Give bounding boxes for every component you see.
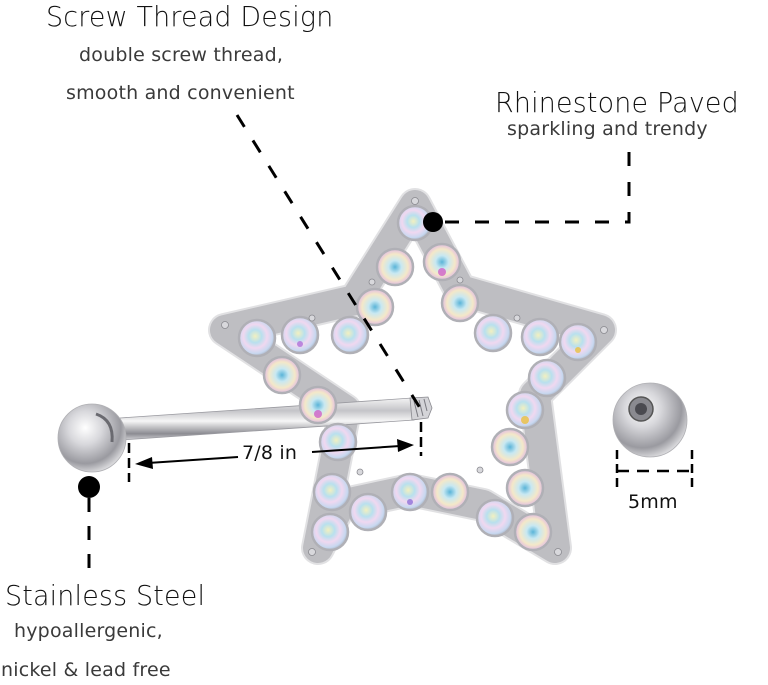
- rhinestones: [221, 197, 608, 556]
- screw-thread-line-2: smooth and convenient: [66, 82, 295, 104]
- ball-end-left: [57, 403, 127, 473]
- stainless-line-2: nickel & lead free: [1, 659, 171, 681]
- rhinestone-title: Rhinestone Paved: [495, 86, 739, 119]
- ball-size-dimension: [615, 450, 694, 488]
- stainless-leader: [78, 476, 100, 568]
- bar-length-dimension: [127, 422, 423, 482]
- rhinestone-leader: [423, 148, 631, 232]
- stainless-line-1: hypoallergenic,: [14, 620, 163, 642]
- barbell: [57, 396, 433, 473]
- ball-size-label: 5mm: [628, 491, 678, 513]
- stainless-title: Stainless Steel: [5, 579, 206, 612]
- screw-thread-title: Screw Thread Design: [46, 0, 334, 33]
- screw-thread-line-1: double screw thread,: [79, 44, 284, 66]
- bar-length-label: 7/8 in: [242, 442, 298, 464]
- rhinestone-line-1: sparkling and trendy: [507, 118, 708, 140]
- ball-end-right: [612, 382, 688, 458]
